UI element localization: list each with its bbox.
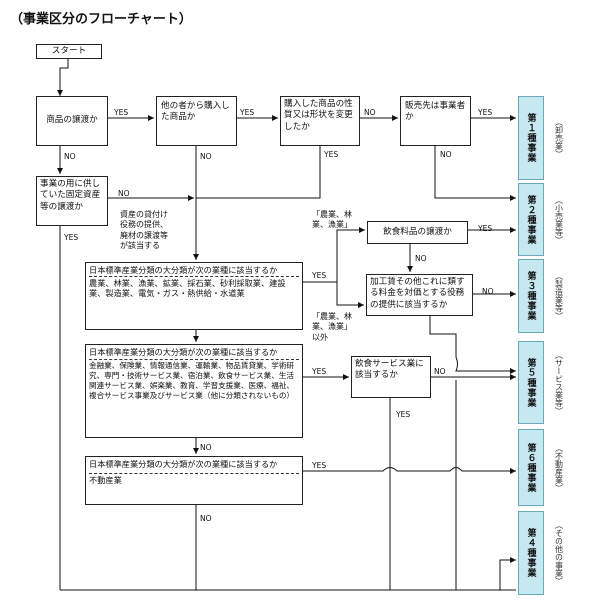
no-label-cls2: NO <box>200 443 212 452</box>
category-6-label: 第６種事業 <box>525 442 536 493</box>
q-fixed-asset-box: 事業の用に供していた固定資産等の譲渡か <box>36 176 108 226</box>
yes-label-restaurant: YES <box>396 410 411 419</box>
q-fixed-asset-label: 事業の用に供していた固定資産等の譲渡か <box>40 179 101 212</box>
category-2-type: （小売業等） <box>554 195 564 244</box>
start-box: スタート <box>36 44 102 59</box>
q-buyer-box: 販売先は事業者か <box>400 96 471 146</box>
category-4: 第４種事業 <box>518 511 544 595</box>
no-label-fixed-asset: NO <box>118 189 130 198</box>
category-5: 第５種事業 <box>518 341 544 424</box>
agri-note-bottom: 「農業、林 業、漁業」 以外 <box>312 312 352 342</box>
q-cls3-box: 日本標準産業分類の大分類が次の業種に該当するか 不動産業 <box>85 456 303 505</box>
page-title: （事業区分のフローチャート） <box>10 12 192 27</box>
q-cls1-box: 日本標準産業分類の大分類が次の業種に該当するか 農業、林業、漁業、鉱業、採石業、… <box>85 262 303 330</box>
no-label-processing: NO <box>482 287 494 296</box>
q-food-box: 飲食料品の譲渡か <box>367 221 468 244</box>
yes-label-cls2: YES <box>312 367 327 376</box>
no-label-restaurant: NO <box>434 367 446 376</box>
q-food-label: 飲食料品の譲渡か <box>383 226 452 237</box>
q-cls1-label: 日本標準産業分類の大分類が次の業種に該当するか <box>89 265 278 275</box>
yes-label-food: YES <box>478 224 493 233</box>
q-cls2-label: 日本標準産業分類の大分類が次の業種に該当するか <box>89 347 278 357</box>
category-1-type: （卸売業） <box>554 118 564 158</box>
q-cls3-label: 日本標準産業分類の大分類が次の業種に該当するか <box>89 459 278 469</box>
q-processing-label: 加工賃その他これに類する料金を対価とする役務の提供に該当するか <box>370 277 465 310</box>
q-buyer-label: 販売先は事業者か <box>405 101 466 123</box>
q-cls2-box: 日本標準産業分類の大分類が次の業種に該当するか 金融業、保険業、情報通信業、運輸… <box>85 344 303 438</box>
yes-label-nochange: YES <box>324 150 339 159</box>
q-purchased-label: 他の者から購入した商品か <box>161 101 230 123</box>
category-5-label: 第５種事業 <box>525 357 536 408</box>
category-4-type: （その他の事業） <box>554 521 564 585</box>
category-5-type: （サービス業等） <box>554 350 564 415</box>
no-label-nochange: NO <box>364 108 376 117</box>
yes-label-cls1: YES <box>312 271 327 280</box>
cls3-list: 不動産業 <box>89 473 299 485</box>
cls1-list: 農業、林業、漁業、鉱業、採石業、砂利採取業、建設業、製造業、電気・ガス・熱供給・… <box>89 276 299 298</box>
yes-label-purchased: YES <box>240 108 255 117</box>
q-restaurant-box: 飲食サービス業に該当するか <box>351 356 431 398</box>
q-nochange-box: 購入した商品の性質又は形状を変更したか <box>280 96 360 146</box>
category-6: 第６種事業 <box>518 429 544 506</box>
category-4-label: 第４種事業 <box>525 528 536 578</box>
no-label-buyer: NO <box>440 150 452 159</box>
services-note: 資産の貸付け 役務の提供、 廃材の譲渡等 が該当する <box>120 210 168 251</box>
no-label-food: NO <box>415 254 427 263</box>
category-2: 第２種事業 <box>518 183 544 256</box>
category-6-type: （不動産業） <box>554 443 564 492</box>
category-3: 第３種事業 <box>518 259 544 333</box>
q-processing-box: 加工賃その他これに類する料金を対価とする役務の提供に該当するか <box>366 274 473 316</box>
yes-label-fixed-asset: YES <box>64 233 79 242</box>
category-3-label: 第３種事業 <box>525 271 536 321</box>
start-label: スタート <box>51 46 87 56</box>
yes-label-transfer: YES <box>114 108 129 117</box>
category-3-type: （製造業等） <box>554 272 564 320</box>
q-restaurant-label: 飲食サービス業に該当するか <box>355 359 424 381</box>
category-1-label: 第１種事業 <box>525 113 536 163</box>
no-label-transfer: NO <box>64 152 76 161</box>
yes-label-buyer: YES <box>478 108 493 117</box>
category-2-label: 第２種事業 <box>525 194 536 245</box>
q-purchased-box: 他の者から購入した商品か <box>156 96 237 146</box>
no-label-purchased: NO <box>200 152 212 161</box>
q-transfer-label: 商品の譲渡か <box>46 115 98 126</box>
cls2-list: 金融業、保険業、情報通信業、運輸業、物品賃貸業、学術研究、専門・技術サービス業、… <box>89 358 299 401</box>
q-transfer-box: 商品の譲渡か <box>36 96 108 146</box>
yes-label-cls3: YES <box>312 461 327 470</box>
q-nochange-label: 購入した商品の性質又は形状を変更したか <box>284 99 353 132</box>
category-1: 第１種事業 <box>518 96 544 180</box>
agri-note-top: 「農業、林 業、漁業」 <box>312 210 352 230</box>
no-label-cls3: NO <box>200 514 212 523</box>
